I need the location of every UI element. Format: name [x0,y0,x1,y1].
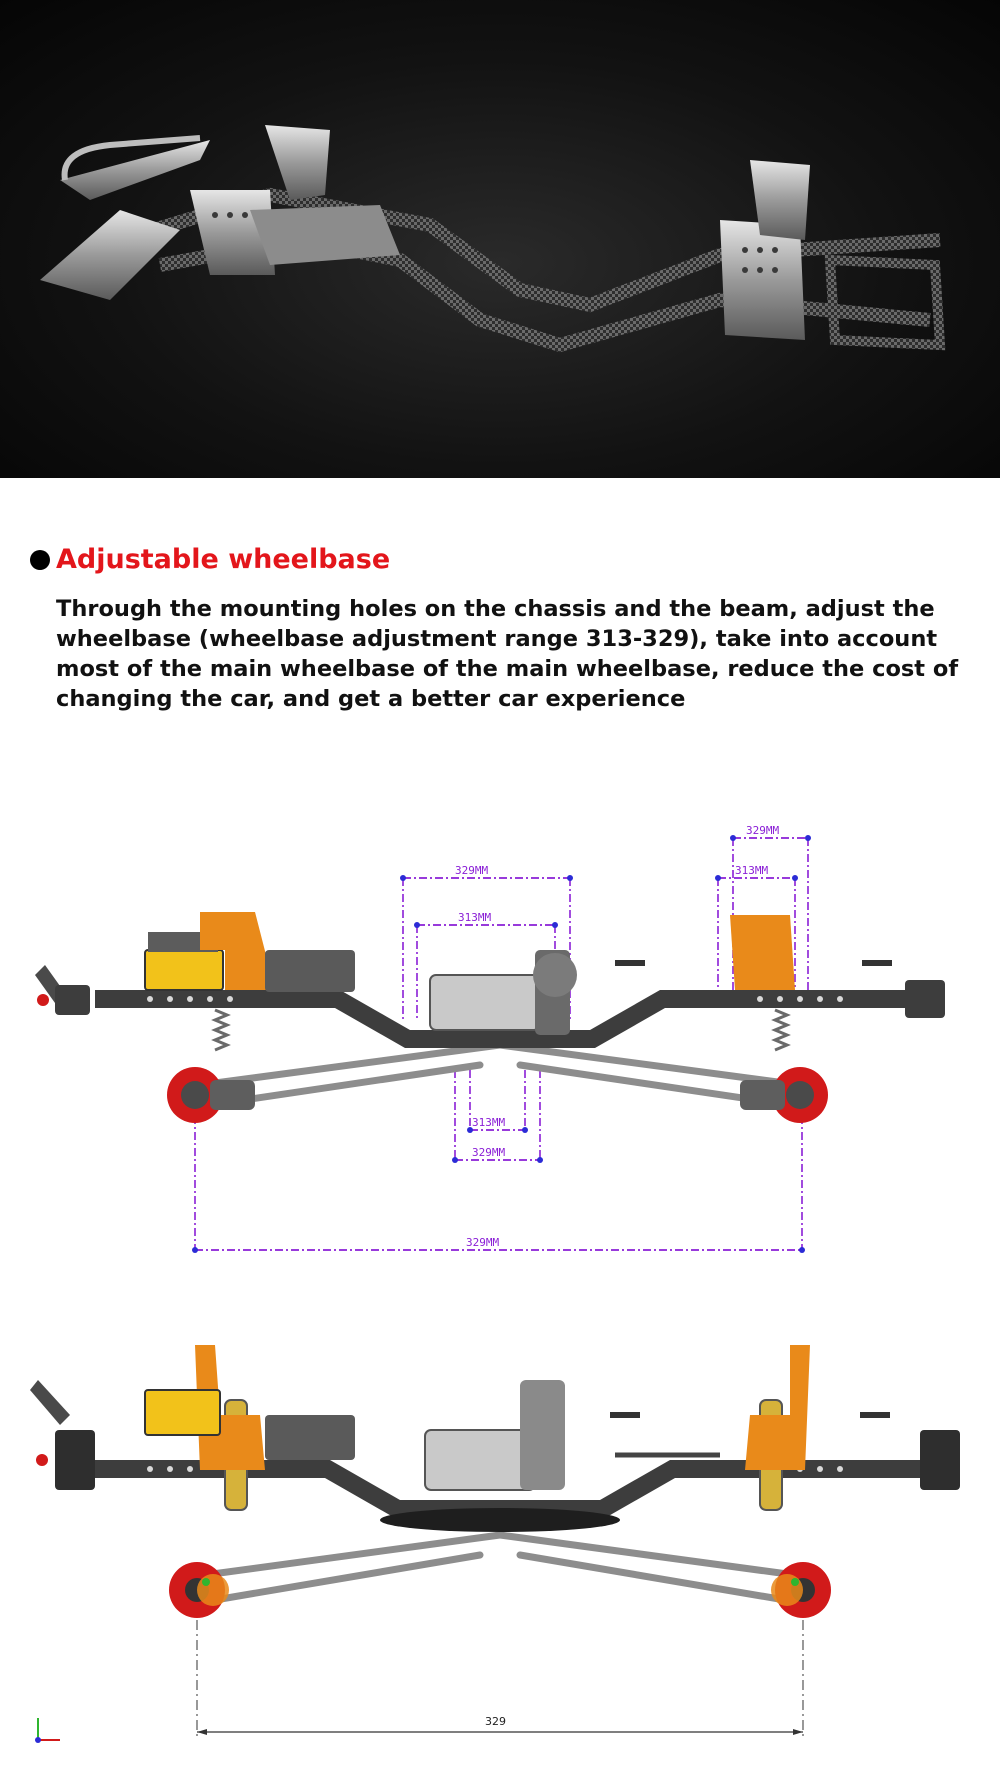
feature-description: Through the mounting holes on the chassi… [56,596,959,712]
dim-top-right-329: 329MM [746,824,779,837]
dim-center-313: 313MM [472,1116,505,1129]
axis-triad-icon [35,1718,60,1743]
bullet-icon [30,550,50,570]
wheelbase-dimension-diagram: 329MM 313MM 329MM 313MM 313MM 329MM 329M… [35,824,945,1253]
chassis-side-view-diagram: 329 [30,1345,960,1743]
feature-title: Adjustable wheelbase [56,544,391,575]
dim-top-left-313: 313MM [458,911,491,924]
dim-top-left-329: 329MM [455,864,488,877]
dim-center-329: 329MM [472,1146,505,1159]
chassis-photo [0,0,1000,478]
feature-heading: Adjustable wheelbase [30,540,390,580]
dim-overall-329: 329 [485,1715,506,1728]
dim-overall-329: 329MM [466,1236,499,1249]
dim-top-right-313: 313MM [735,864,768,877]
